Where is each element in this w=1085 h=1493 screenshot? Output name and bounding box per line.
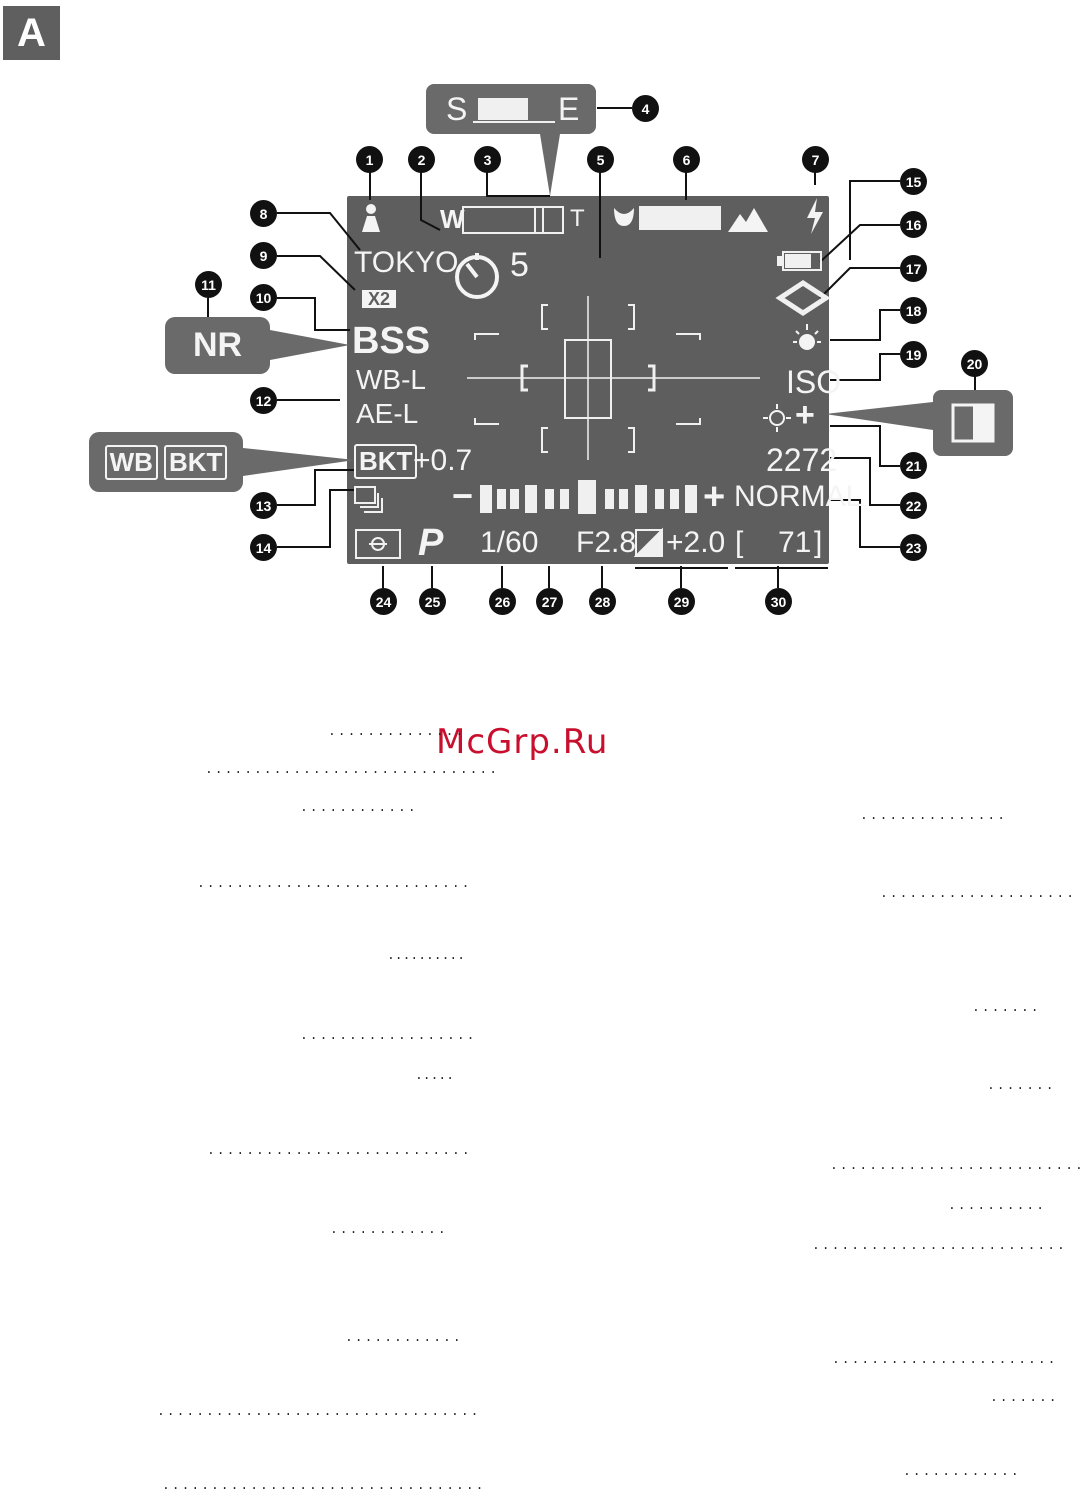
dot-leader: ................................. (157, 1404, 481, 1419)
callout-number-3: 3 (474, 146, 501, 173)
digital-zoom-label: X2 (362, 290, 397, 308)
dot-leader: ....... (987, 1078, 1056, 1093)
section-tag: A (3, 6, 60, 60)
bss-label: BSS (352, 320, 431, 362)
buffer-shots-label: 71 (778, 526, 812, 559)
sun-sharpening-icon (763, 404, 791, 432)
dot-leader: .......... (948, 1198, 1047, 1213)
zoom-tele-label: T (570, 205, 585, 232)
dot-leader: .......................... (830, 1158, 1085, 1173)
dot-leader: .......... (387, 948, 466, 963)
scale-plus-label: + (703, 476, 726, 518)
aperture-label: F2.8 (576, 526, 637, 559)
callout-number-9: 9 (250, 242, 277, 269)
callout-number-6: 6 (673, 146, 700, 173)
callout-number-21: 21 (900, 452, 927, 479)
callout-number-8: 8 (250, 200, 277, 227)
wb-lock-label: WB-L (356, 364, 426, 395)
callout-number-2: 2 (408, 146, 435, 173)
dot-leader: .................... (880, 886, 1077, 901)
frames-remaining-label: 2272 (766, 442, 838, 478)
callout-number-15: 15 (900, 168, 927, 195)
callout-number-29: 29 (668, 588, 695, 615)
ae-lock-label: AE-L (356, 398, 419, 429)
callout-number-12: 12 (250, 387, 277, 414)
wb-bracketing-bkt-label: BKT (163, 444, 228, 480)
image-quality-label: NORMAL (734, 480, 863, 513)
buffer-bracket-close: ] (814, 526, 823, 559)
callout-number-1: 1 (356, 146, 383, 173)
watermark: McGrp.Ru (436, 722, 609, 762)
callout-number-5: 5 (587, 146, 614, 173)
tulip-macro-icon (614, 208, 634, 226)
exposure-compensation-label: +2.0 (666, 526, 726, 559)
dot-leader: ....................... (832, 1352, 1058, 1367)
callout-number-14: 14 (250, 534, 277, 561)
callout-number-13: 13 (250, 492, 277, 519)
callout-number-16: 16 (900, 211, 927, 238)
callout-number-25: 25 (419, 588, 446, 615)
bracket-value-label: +0.7 (413, 444, 473, 477)
callout-number-24: 24 (370, 588, 397, 615)
noise-reduction-label: NR (192, 326, 243, 364)
wb-bracketing-wb-label: WB (104, 444, 158, 480)
callout-number-22: 22 (900, 492, 927, 519)
dot-leader: ............ (300, 800, 418, 815)
callout-number-4: 4 (632, 95, 659, 122)
portrait-figure-icon (362, 204, 380, 232)
callout-number-11: 11 (195, 271, 222, 298)
callout-number-7: 7 (802, 146, 829, 173)
half-frame-icon (951, 403, 995, 443)
dot-leader: ....... (990, 1390, 1059, 1405)
callout-number-19: 19 (900, 341, 927, 368)
dot-leader: ..... (415, 1068, 455, 1083)
bracketing-label: BKT (354, 444, 418, 479)
dot-leader: ....... (972, 1000, 1041, 1015)
incandescent-wb-icon (793, 324, 821, 350)
callout-number-10: 10 (250, 284, 277, 311)
dot-leader: ............... (860, 808, 1008, 823)
callout-number-26: 26 (489, 588, 516, 615)
callout-number-27: 27 (536, 588, 563, 615)
buffer-bracket-open: [ (735, 526, 744, 559)
lightning-flash-icon (807, 198, 823, 234)
shutter-speed-label: 1/60 (480, 526, 539, 559)
exposure-mode-label: P (418, 522, 444, 564)
movie-end-label: E (558, 91, 580, 127)
dot-leader: .......................... (812, 1238, 1067, 1253)
callout-number-28: 28 (589, 588, 616, 615)
movie-start-label: S (446, 91, 468, 127)
zoom-wide-label: W (440, 204, 465, 234)
dot-leader: ............................ (197, 876, 472, 891)
callout-number-17: 17 (900, 255, 927, 282)
display-mode-callout (933, 390, 1013, 456)
dot-leader: ............ (903, 1464, 1021, 1479)
mountain-icon (728, 208, 768, 232)
wb-bracketing-callout: WB BKT (89, 432, 243, 492)
self-timer-icon (455, 253, 499, 299)
iso-label: ISO (786, 364, 842, 400)
dot-leader: .................. (300, 1028, 477, 1043)
self-timer-seconds-label: 5 (510, 246, 529, 284)
sharpening-plus-label: + (795, 396, 815, 434)
callout-number-30: 30 (765, 588, 792, 615)
dot-leader: .............................. (205, 762, 500, 777)
dot-leader: ................................. (162, 1478, 486, 1493)
noise-reduction-callout: NR (165, 317, 270, 374)
scale-minus-label: − (452, 475, 474, 516)
callout-number-23: 23 (900, 534, 927, 561)
callout-number-20: 20 (961, 350, 988, 377)
dot-leader: .............. (328, 724, 466, 739)
dot-leader: ............ (345, 1330, 463, 1345)
callout-number-18: 18 (900, 297, 927, 324)
dot-leader: ........................... (207, 1143, 472, 1158)
world-time-label: TOKYO (354, 246, 459, 279)
dot-leader: ............ (330, 1222, 448, 1237)
